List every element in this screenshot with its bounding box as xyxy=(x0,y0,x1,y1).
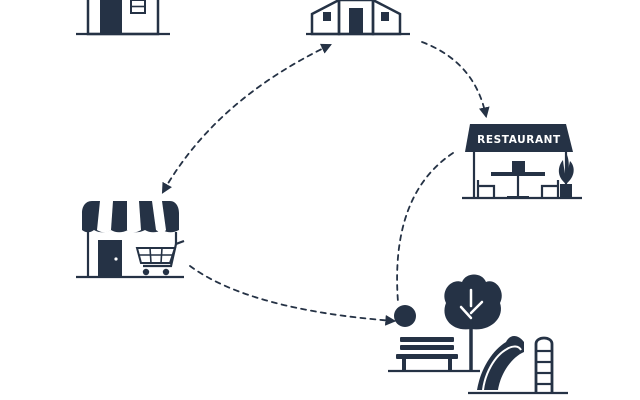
bench-icon xyxy=(396,337,458,370)
twin-houses-icon xyxy=(306,0,410,36)
restaurant-icon: RESTAURANT xyxy=(462,124,582,200)
restaurant-sign: RESTAURANT xyxy=(477,134,561,146)
route-house-to-restaurant xyxy=(421,41,490,119)
slide-icon xyxy=(477,336,554,393)
grocery-store-icon xyxy=(76,201,185,279)
route-house-to-shop xyxy=(161,43,332,194)
shopping-cart-icon xyxy=(135,239,185,276)
tree-icon xyxy=(444,274,502,370)
route-shop-to-park xyxy=(189,265,397,326)
house-icon xyxy=(76,0,170,36)
route-lines xyxy=(161,41,490,326)
route-restaurant-to-park xyxy=(396,152,454,303)
park-icon xyxy=(388,274,568,395)
